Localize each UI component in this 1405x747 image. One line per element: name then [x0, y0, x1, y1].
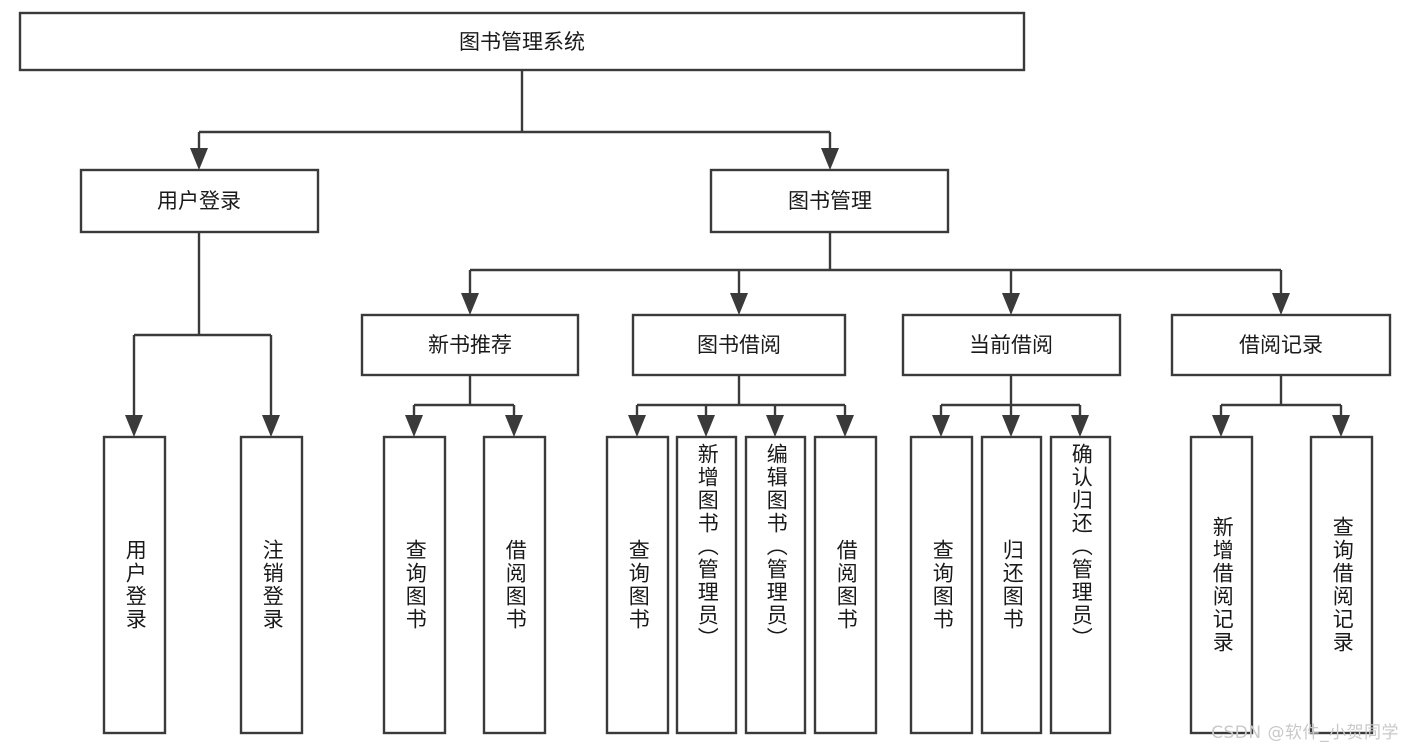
arrow-head-icon — [1002, 415, 1020, 437]
watermark-text: CSDN @软件_小贺同学 — [1211, 723, 1399, 743]
node-leaf-borrow-book-1[interactable] — [482, 435, 547, 735]
node-current-borrow-label: 当前借阅 — [969, 333, 1053, 357]
connector-userlogin-to-leaves — [125, 232, 280, 437]
node-leaf-user-login[interactable] — [102, 435, 167, 735]
arrow-head-icon — [730, 293, 748, 315]
node-book-manage-box[interactable] — [709, 168, 950, 234]
arrow-head-icon — [461, 293, 479, 315]
arrow-head-icon — [836, 415, 854, 437]
arrow-head-icon — [1071, 415, 1089, 437]
node-leaf-box[interactable] — [813, 435, 878, 735]
arrow-head-icon — [1332, 415, 1350, 437]
arrow-head-icon — [628, 415, 646, 437]
node-leaf-box[interactable] — [675, 435, 738, 735]
node-user-login[interactable]: 用户登录 — [79, 168, 320, 234]
node-leaf-box[interactable] — [1309, 435, 1374, 735]
node-leaf-borrow-book-2[interactable] — [813, 435, 878, 735]
node-leaf-query-record[interactable] — [1309, 435, 1374, 735]
arrow-head-icon — [1002, 293, 1020, 315]
node-leaf-add-record[interactable] — [1189, 435, 1254, 735]
node-root-label: 图书管理系统 — [459, 30, 585, 54]
node-current-borrow[interactable]: 当前借阅 — [901, 313, 1122, 377]
node-leaf-edit-book[interactable] — [744, 435, 807, 735]
node-book-manage[interactable]: 图书管理 — [709, 168, 950, 234]
node-current-borrow-box[interactable] — [901, 313, 1122, 377]
arrow-head-icon — [505, 415, 523, 437]
node-leaf-add-book[interactable] — [675, 435, 738, 735]
arrow-head-icon — [697, 415, 715, 437]
arrow-head-icon — [262, 415, 280, 437]
node-new-book-rec[interactable]: 新书推荐 — [360, 313, 580, 377]
node-user-login-label: 用户登录 — [157, 189, 241, 213]
node-leaf-box[interactable] — [102, 435, 167, 735]
arrow-head-icon — [766, 415, 784, 437]
arrow-head-icon — [190, 148, 208, 170]
node-borrow-record-box[interactable] — [1170, 313, 1392, 377]
connector-root-to-level2 — [190, 70, 839, 170]
node-leaf-box[interactable] — [980, 435, 1043, 735]
arrow-head-icon — [1212, 415, 1230, 437]
node-leaf-box[interactable] — [909, 435, 974, 735]
node-leaf-box[interactable] — [1189, 435, 1254, 735]
node-leaf-confirm-return[interactable] — [1049, 435, 1112, 735]
node-new-book-rec-box[interactable] — [360, 313, 580, 377]
arrow-head-icon — [821, 148, 839, 170]
node-leaf-return-book[interactable] — [980, 435, 1043, 735]
node-leaf-box[interactable] — [744, 435, 807, 735]
node-leaf-user-logout[interactable] — [239, 435, 304, 735]
arrow-head-icon — [405, 415, 423, 437]
node-leaf-query-book-2[interactable] — [605, 435, 670, 735]
node-leaf-box[interactable] — [239, 435, 304, 735]
arrow-head-icon — [1272, 293, 1290, 315]
node-book-borrow-box[interactable] — [631, 313, 847, 377]
node-leaf-box[interactable] — [382, 435, 447, 735]
connector-newbook-to-leaves — [405, 375, 523, 437]
node-leaf-query-book-3[interactable] — [909, 435, 974, 735]
node-borrow-record[interactable]: 借阅记录 — [1170, 313, 1392, 377]
node-borrow-record-label: 借阅记录 — [1239, 333, 1323, 357]
connector-currentborrow-to-leaves — [932, 375, 1089, 437]
node-leaf-query-book-1[interactable] — [382, 435, 447, 735]
connector-bookborrow-to-leaves — [628, 375, 854, 437]
node-book-borrow-label: 图书借阅 — [697, 333, 781, 357]
connector-bookmanage-to-level3 — [461, 232, 1290, 315]
connector-borrowrecord-to-leaves — [1212, 375, 1350, 437]
node-book-manage-label: 图书管理 — [788, 189, 872, 213]
node-leaf-box[interactable] — [605, 435, 670, 735]
node-root-box[interactable] — [18, 11, 1026, 72]
node-leaf-box[interactable] — [482, 435, 547, 735]
node-root[interactable]: 图书管理系统 — [18, 11, 1026, 72]
node-leaf-box[interactable] — [1049, 435, 1112, 735]
node-book-borrow[interactable]: 图书借阅 — [631, 313, 847, 377]
arrow-head-icon — [932, 415, 950, 437]
arrow-head-icon — [125, 415, 143, 437]
node-new-book-rec-label: 新书推荐 — [428, 333, 512, 357]
node-user-login-box[interactable] — [79, 168, 320, 234]
